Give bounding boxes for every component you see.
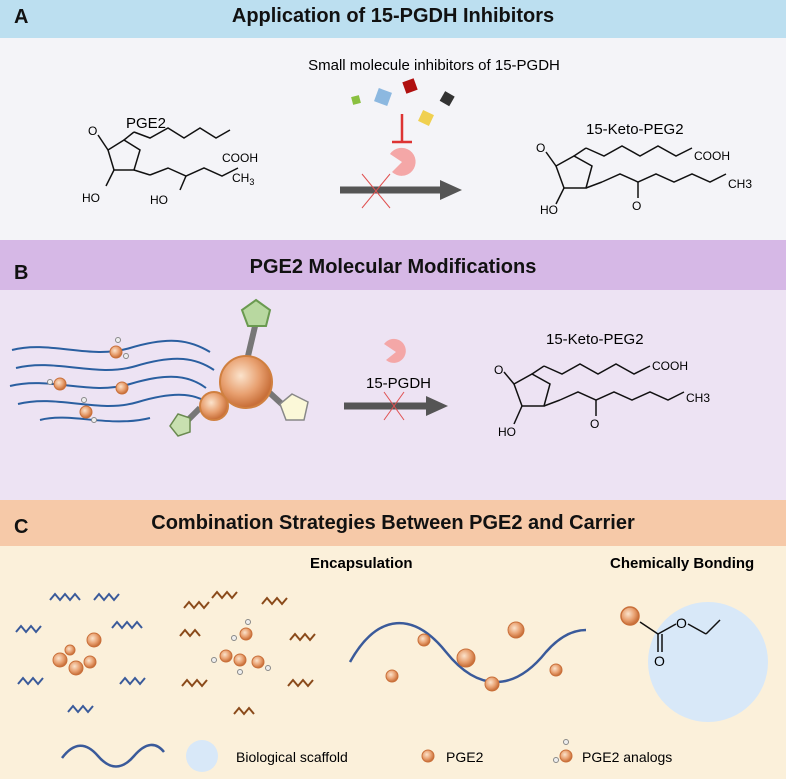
keto-product-b-structure: [503, 363, 685, 425]
keto-b-o: O: [494, 363, 503, 377]
scaffold-circle: [648, 602, 768, 722]
bonded-pge2: [620, 606, 640, 626]
panel-c-letter: C: [14, 516, 29, 538]
inhibitor-caption: Small molecule inhibitors of 15-PGDH: [308, 57, 560, 74]
keto-b-keto-o: O: [590, 417, 599, 431]
keto-a-label: 15-Keto-PEG2: [586, 121, 684, 138]
pge2-o: O: [88, 124, 97, 138]
pge2-cooh: COOH: [222, 151, 258, 165]
keto-product-a-structure: [545, 145, 727, 205]
panel-c-title: Combination Strategies Between PGE2 and …: [151, 512, 635, 534]
panel-b-header-band: [0, 240, 786, 290]
keto-a-ch3: CH3: [728, 177, 752, 191]
keto-a-keto-o: O: [632, 199, 641, 213]
panel-b-title: PGE2 Molecular Modifications: [249, 256, 537, 278]
keto-b-cooh: COOH: [652, 359, 688, 373]
wave-carrier-pge2: [385, 621, 563, 692]
pge2-label: PGE2: [126, 115, 166, 132]
panel-a-header-band: [0, 0, 786, 38]
panel-a-letter: A: [14, 6, 29, 28]
keto-b-label: 15-Keto-PEG2: [546, 331, 644, 348]
panel-c-header-band: [0, 500, 786, 546]
pge2-ho-2: HO: [150, 193, 168, 207]
ester-o-single: O: [676, 615, 687, 631]
legend-scaffold-icon: [186, 740, 218, 772]
panel-b-letter: B: [14, 262, 29, 284]
pegylated-pge2: [169, 298, 309, 437]
enzyme-label-b: 15-PGDH: [366, 375, 431, 392]
panel-a-title: Application of 15-PGDH Inhibitors: [231, 5, 555, 27]
legend-pge2-label: PGE2: [446, 749, 484, 765]
legend-wave-icon: [61, 743, 165, 768]
enzyme-pacman-b: [384, 338, 406, 363]
keto-a-o: O: [536, 141, 545, 155]
pge2-analog-dots-b: [47, 337, 129, 423]
ester-structure: [639, 619, 721, 652]
keto-a-ho: HO: [540, 203, 558, 217]
keto-a-cooh: COOH: [694, 149, 730, 163]
panel-a-body: [0, 38, 786, 240]
legend-analogs-label: PGE2 analogs: [582, 749, 672, 765]
legend-scaffold-label: Biological scaffold: [236, 749, 348, 765]
chemically-bonding-label: Chemically Bonding: [610, 555, 754, 572]
reaction-arrowhead-b: [426, 396, 448, 416]
legend-analog-icon: [553, 739, 573, 763]
micelle-blue-pge2: [52, 632, 102, 676]
micelle-brown-analogs: [211, 619, 271, 675]
ester-o-double: O: [654, 653, 665, 669]
cross-b-2: [383, 391, 405, 421]
encapsulation-label: Encapsulation: [310, 555, 413, 572]
keto-b-ho: HO: [498, 425, 516, 439]
pge2-ch3: CH3: [232, 171, 254, 187]
enzyme-pacman-a: [390, 147, 416, 176]
micelle-brown: [179, 590, 316, 716]
pge2-structure: [97, 127, 239, 191]
pge2-ho-1: HO: [82, 191, 100, 205]
legend-pge2-icon: [421, 749, 435, 763]
cross-a-2: [361, 173, 391, 209]
micelle-blue: [15, 592, 146, 714]
keto-b-ch3: CH3: [686, 391, 710, 405]
reaction-arrowhead-a: [440, 180, 462, 200]
wave-carrier: [348, 621, 587, 684]
inhibitor-squares: [351, 78, 455, 126]
